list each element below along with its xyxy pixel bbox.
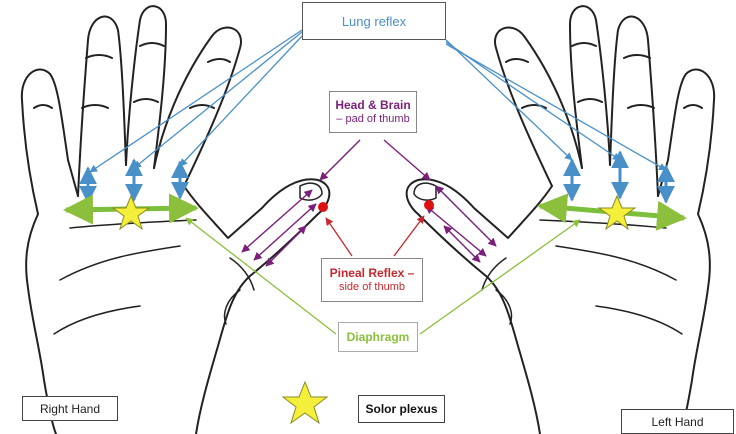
diaphragm-line-arrows [63,193,687,231]
pineal-reflex-label: Pineal Reflex – side of thumb [321,258,423,302]
head-brain-subtitle: – pad of thumb [336,113,410,125]
lung-reflex-text: Lung reflex [341,13,407,29]
left-pineal-dot [424,200,434,210]
right-hand-outline [20,5,331,434]
right-pineal-dot [318,202,328,212]
lung-reflex-label: Lung reflex [302,2,446,40]
left-solar-plexus-star [597,194,637,231]
left-hand-text: Left Hand [651,414,704,429]
pineal-reflex-title: Pineal Reflex – [329,266,415,280]
legend-solar-plexus-label: Solor plexus [358,395,445,423]
diaphragm-pointer-arrows [185,217,581,335]
lung-reflex-pointer-arrows [89,29,667,173]
head-brain-thumb-arrows [241,139,497,267]
right-hand-label: Right Hand [22,396,118,421]
pineal-reflex-subtitle: side of thumb [338,281,406,293]
pineal-pointer-arrows [325,215,425,257]
legend-solar-plexus-text: Solor plexus [365,402,438,416]
diaphragm-text: Diaphragm [346,330,410,344]
left-hand-label: Left Hand [621,409,734,434]
head-brain-label: Head & Brain – pad of thumb [329,91,417,133]
right-hand-text: Right Hand [39,401,101,416]
right-solar-plexus-star [111,194,151,231]
left-hand-outline [405,5,716,434]
legend-star-icon [281,380,329,425]
diaphragm-label: Diaphragm [338,322,418,352]
head-brain-title: Head & Brain [335,98,411,112]
